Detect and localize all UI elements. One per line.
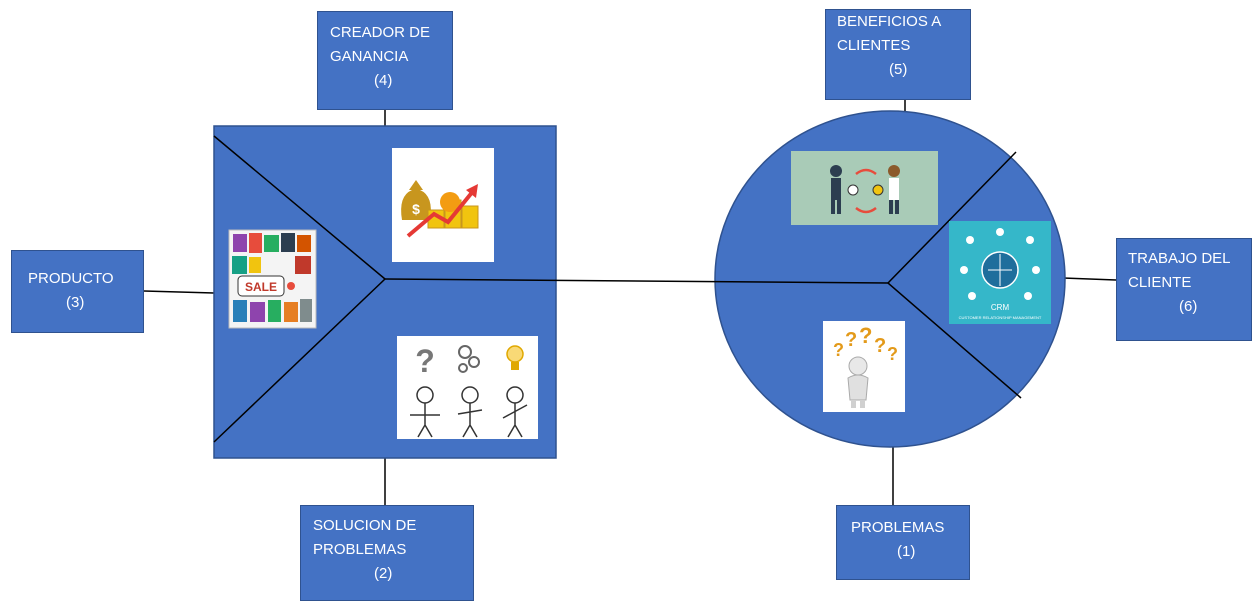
producto-line2: (3) — [66, 294, 85, 311]
trabajo-line2: CLIENTE — [1128, 274, 1192, 291]
circle-divider-top — [887, 151, 1017, 284]
problemas-box: PROBLEMAS (1) — [836, 505, 970, 580]
svg-text:?: ? — [415, 343, 435, 379]
beneficios-a-clientes-box: BENEFICIOS A CLIENTES (5) — [825, 9, 971, 100]
connector-trabajo — [1062, 277, 1117, 281]
thinking-figures-image: ? — [397, 336, 538, 439]
solucion-line1: SOLUCION DE — [313, 517, 417, 534]
creador-line2: GANANCIA — [330, 48, 409, 65]
svg-text:?: ? — [887, 344, 898, 364]
exchange-image — [791, 151, 938, 225]
producto-line1: PRODUCTO — [28, 270, 114, 287]
solucion-line3: (2) — [374, 565, 393, 582]
solucion-line2: PROBLEMAS — [313, 541, 407, 558]
trabajo-del-cliente-box: TRABAJO DEL CLIENTE (6) — [1116, 238, 1252, 341]
creador-line1: CREADOR DE — [330, 24, 431, 41]
crm-text: CRM — [991, 303, 1010, 312]
creador-line3: (4) — [374, 72, 393, 89]
solucion-de-problemas-box: SOLUCION DE PROBLEMAS (2) — [300, 505, 474, 601]
clothes-sale-image: SALE — [228, 229, 317, 329]
producto-box: PRODUCTO (3) — [11, 250, 144, 333]
crm-subtext: CUSTOMER RELATIONSHIP MANAGEMENT — [959, 315, 1042, 320]
svg-text:?: ? — [833, 340, 844, 360]
sale-tag-text: SALE — [245, 280, 277, 294]
question-figure-image: ? ? ? ? ? — [823, 321, 905, 412]
connector-producto — [143, 290, 215, 294]
central-line — [384, 278, 889, 284]
money-growth-image: $ — [392, 148, 494, 262]
creador-de-ganancia-box: CREADOR DE GANANCIA (4) — [317, 11, 453, 110]
trabajo-line3: (6) — [1179, 298, 1198, 315]
svg-text:?: ? — [845, 329, 857, 351]
beneficios-line1: BENEFICIOS A — [837, 13, 942, 30]
square-divider-bottom — [213, 278, 386, 443]
svg-text:?: ? — [859, 323, 872, 348]
problemas-line1: PROBLEMAS — [851, 519, 945, 536]
svg-text:?: ? — [874, 335, 886, 357]
beneficios-line2: CLIENTES — [837, 37, 911, 54]
circle-divider-bottom — [887, 282, 1022, 399]
crm-image: CRM CUSTOMER RELATIONSHIP MANAGEMENT — [949, 221, 1051, 324]
trabajo-line1: TRABAJO DEL — [1128, 250, 1231, 267]
beneficios-line3: (5) — [889, 61, 908, 78]
svg-text:$: $ — [412, 201, 420, 217]
problemas-line2: (1) — [897, 543, 916, 560]
square-divider-top — [213, 135, 386, 280]
